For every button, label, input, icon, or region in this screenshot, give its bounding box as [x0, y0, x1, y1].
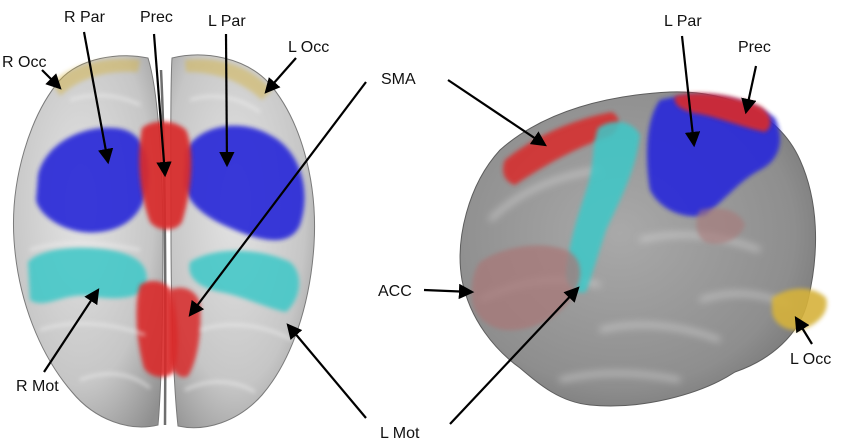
- left-motor-region: [189, 250, 300, 312]
- sma-top-region: [136, 280, 178, 377]
- sma-lateral-region: [503, 112, 619, 185]
- label-prec-lateral: Prec: [738, 39, 771, 56]
- label-acc: ACC: [378, 283, 412, 300]
- annotation-arrows: [41, 31, 813, 425]
- left-occipital-region: [185, 59, 272, 100]
- arrow-l-mot-top: [286, 323, 367, 419]
- label-r-par: R Par: [64, 9, 106, 26]
- arrow-r-occ: [41, 69, 62, 90]
- label-l-par-top: L Par: [208, 13, 246, 30]
- arrow-l-mot-lateral: [449, 286, 580, 425]
- occipital-lateral-region: [772, 288, 827, 331]
- label-r-occ: R Occ: [2, 54, 46, 71]
- arrow-l-occ-lateral: [794, 316, 813, 345]
- arrow-r-par: [82, 31, 114, 165]
- label-r-mot: R Mot: [16, 378, 59, 395]
- mauve-patch-lateral: [696, 208, 745, 245]
- label-l-par-lateral: L Par: [664, 13, 702, 30]
- arrow-prec-lateral: [741, 65, 758, 115]
- right-hemisphere-surface: [13, 55, 164, 428]
- right-occipital-region: [52, 58, 140, 96]
- arrow-r-mot: [43, 288, 100, 373]
- brain-top-view: [13, 54, 316, 429]
- annotation-labels: R Occ R Par Prec L Par L Occ R Mot L Mot…: [2, 9, 831, 442]
- right-parietal-region: [36, 127, 149, 233]
- arrow-prec-top: [152, 33, 172, 178]
- arrow-l-par-top: [219, 33, 235, 168]
- label-sma: SMA: [381, 71, 416, 88]
- acc-lateral-region: [471, 245, 581, 331]
- brain-lateral-view: [459, 91, 827, 407]
- label-l-occ-lateral: L Occ: [790, 351, 831, 368]
- label-prec-top: Prec: [140, 9, 173, 26]
- arrow-sma-top: [188, 81, 367, 317]
- arrow-acc: [423, 283, 475, 300]
- left-hemisphere-surface: [170, 54, 316, 429]
- left-parietal-region: [184, 125, 305, 241]
- motor-lateral-region: [566, 121, 640, 293]
- label-l-mot: L Mot: [380, 425, 420, 442]
- arrow-l-par-lateral: [680, 35, 701, 148]
- arrow-l-occ-top: [264, 57, 297, 94]
- arrow-sma-lateral: [447, 79, 547, 147]
- right-motor-region: [28, 247, 147, 304]
- label-l-occ-top: L Occ: [288, 39, 329, 56]
